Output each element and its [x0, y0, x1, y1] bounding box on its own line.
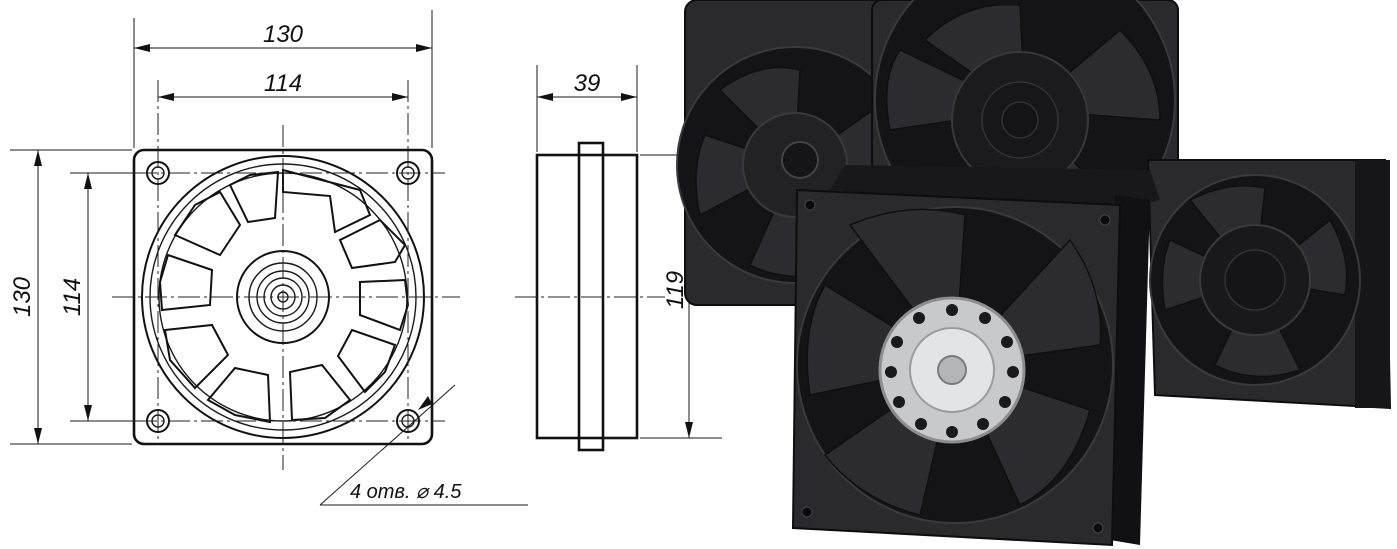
front-view: 130 114 130 114 4 отв. ⌀ 4.5 [9, 10, 528, 506]
fan-front [791, 165, 1160, 547]
holes-note: 4 отв. ⌀ 4.5 [350, 481, 462, 503]
side-view: 39 119 [515, 65, 722, 452]
fan-right [1146, 159, 1392, 410]
axial-fan-photo [676, 0, 1392, 547]
dim-width-130: 130 [263, 21, 304, 48]
holes-leader [319, 384, 456, 506]
dim-height-130: 130 [9, 276, 36, 317]
dim-spacing-114-v: 114 [59, 278, 86, 316]
dim-spacing-114-h: 114 [264, 70, 302, 97]
dim-depth-39: 39 [574, 70, 601, 97]
